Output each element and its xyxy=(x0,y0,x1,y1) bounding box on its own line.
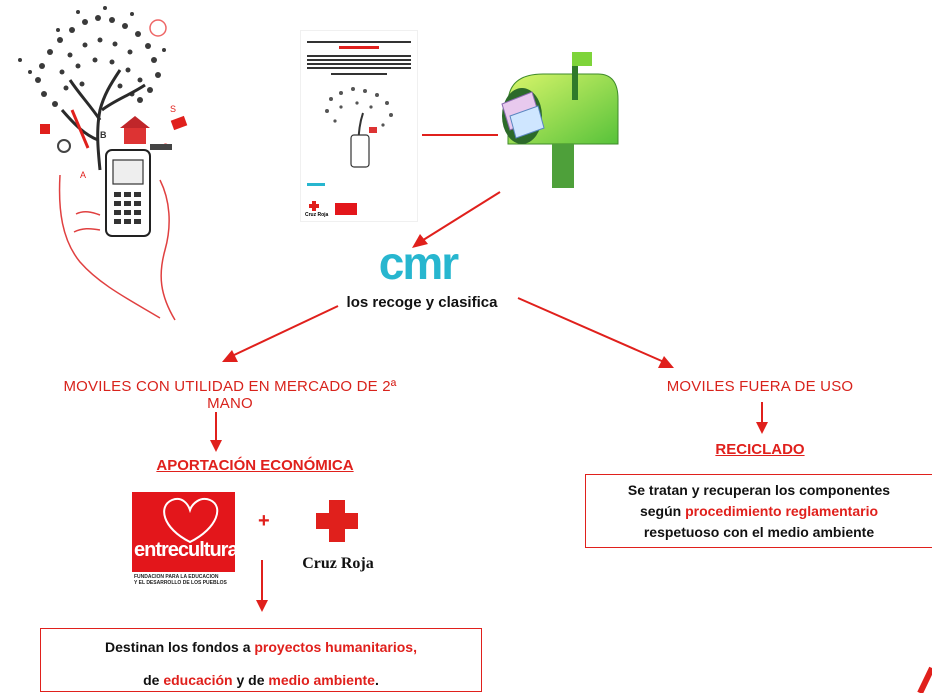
poster-red-cross-icon xyxy=(309,201,319,211)
tree-foliage xyxy=(18,6,166,107)
fondos-line-2: de educación y de medio ambiente. xyxy=(143,672,379,688)
phone-icon xyxy=(105,149,151,237)
flyer-poster: Cruz Roja xyxy=(300,30,418,222)
cmr-caption: los recoge y clasifica xyxy=(346,294,498,311)
svg-text:S: S xyxy=(170,104,176,114)
poster-entreculturas-logo xyxy=(335,203,357,215)
heart-icon xyxy=(163,498,219,544)
reciclado-line-2: según procedimiento reglamentario xyxy=(639,503,879,519)
reciclado-line-3: respetuoso con el medio ambiente xyxy=(643,524,875,540)
poster-cruz-roja-label: Cruz Roja xyxy=(305,212,329,218)
poster-highlight-line xyxy=(339,46,379,49)
tap-icon xyxy=(150,144,172,150)
svg-text:A: A xyxy=(80,170,86,180)
house-icon xyxy=(120,116,150,144)
right-branch-label: MOVILES FUERA DE USO xyxy=(666,378,854,395)
reciclado-title: RECICLADO xyxy=(715,441,805,458)
book-icon xyxy=(170,115,188,131)
entreculturas-logo: entreculturas xyxy=(132,492,235,572)
reciclado-box: Se tratan y recuperan los componentes se… xyxy=(585,474,932,548)
mailbox-illustration xyxy=(501,52,619,188)
recycle-icon xyxy=(57,139,71,153)
sun-icon xyxy=(149,19,167,37)
left-branch-label: MOVILES CON UTILIDAD EN MERCADO DE 2ª MA… xyxy=(63,378,397,412)
pencil-icon xyxy=(70,109,90,149)
entreculturas-subtitle: FUNDACION PARA LA EDUCACION Y EL DESARRO… xyxy=(134,574,227,586)
reciclado-line-1: Se tratan y recuperan los componentes xyxy=(627,482,891,498)
poster-cmr-mark xyxy=(307,183,325,186)
cruz-roja-label: Cruz Roja xyxy=(302,555,374,572)
red-cross-icon xyxy=(316,500,358,542)
aportacion-title: APORTACIÓN ECONÓMICA xyxy=(156,457,354,474)
connector-poster-mailbox xyxy=(422,134,498,136)
fondos-line-1: Destinan los fondos a proyectos humanita… xyxy=(105,639,417,655)
cmr-logo: cmr xyxy=(378,237,459,289)
flag-icon xyxy=(40,124,50,134)
hand-outline xyxy=(58,174,161,319)
svg-text:B: B xyxy=(100,130,107,140)
fondos-box: Destinan los fondos a proyectos humanita… xyxy=(40,628,482,692)
arrow-mailbox-cmr xyxy=(412,191,501,248)
entreculturas-wordmark: entreculturas xyxy=(134,539,235,561)
plus-sign: + xyxy=(258,510,270,532)
envelope-icon xyxy=(501,91,545,139)
poster-text-line xyxy=(307,41,411,43)
tree-hand-phone-illustration: B A S C xyxy=(18,6,188,321)
poster-tree-illustration xyxy=(325,87,393,168)
